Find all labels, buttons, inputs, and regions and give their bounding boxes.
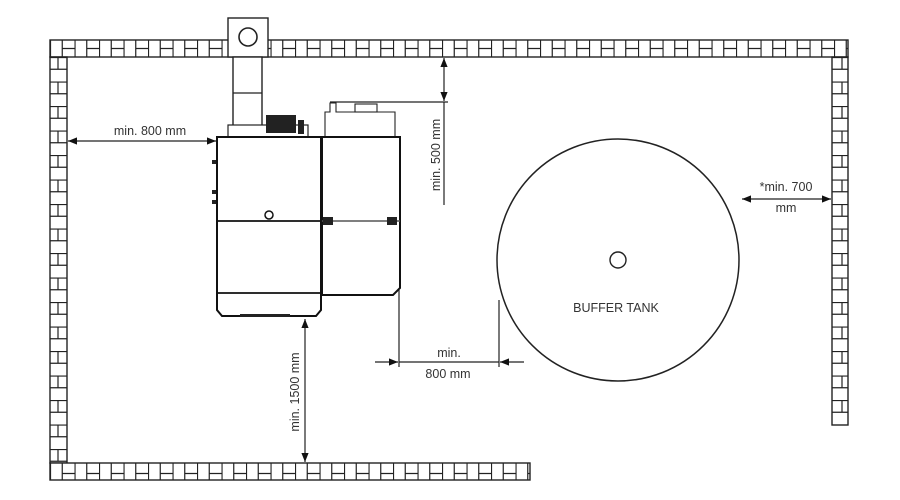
- dimension-left-clearance: min. 800 mm: [68, 124, 216, 145]
- left-clearance-label: min. 800 mm: [114, 124, 186, 138]
- wall-bottom: [49, 462, 531, 481]
- tank-gap-label-line2: 800 mm: [425, 367, 470, 381]
- wall-left: [49, 56, 68, 464]
- buffer-tank: BUFFER TANK: [496, 138, 740, 382]
- buffer-tank-label: BUFFER TANK: [573, 301, 659, 315]
- wall-top: [49, 39, 849, 58]
- right-clearance-label-line2: mm: [776, 201, 797, 215]
- dimension-right-clearance: *min. 700 mm: [742, 180, 831, 215]
- wall-right: [831, 56, 849, 426]
- top-clearance-label: min. 500 mm: [429, 119, 443, 191]
- tank-gap-label-line1: min.: [437, 346, 461, 360]
- front-clearance-label: min. 1500 mm: [288, 352, 302, 431]
- dimension-tank-gap: min. 800 mm: [375, 290, 524, 381]
- dimension-front-clearance: min. 1500 mm: [288, 319, 309, 462]
- right-clearance-label-line1: *min. 700: [760, 180, 813, 194]
- pellet-hopper: [321, 102, 401, 296]
- chimney-flue: [227, 17, 269, 128]
- boiler-unit: [212, 115, 322, 317]
- dimension-top-clearance: min. 500 mm: [330, 58, 448, 205]
